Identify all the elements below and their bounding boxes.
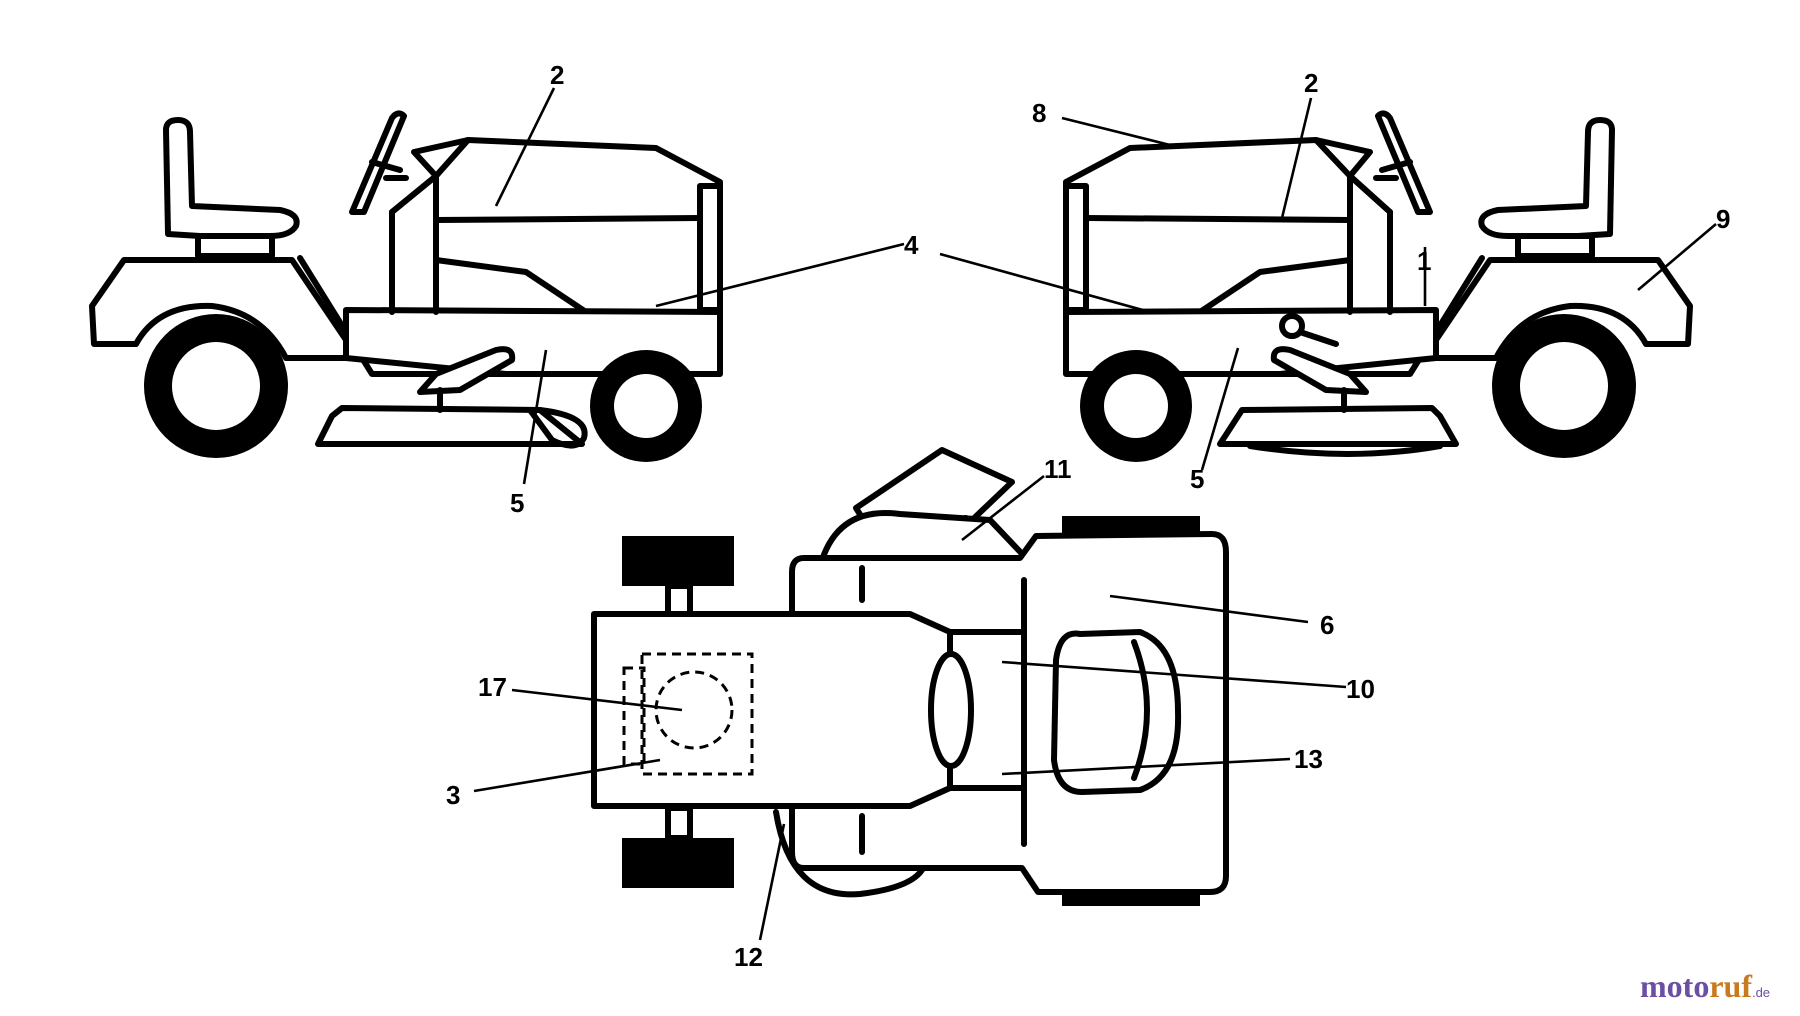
watermark-part-3: .de [1751, 985, 1771, 1000]
callout-2-left: 2 [550, 60, 564, 90]
tractor-left-side-view [89, 110, 723, 462]
callout-8: 8 [1032, 98, 1046, 128]
callout-17: 17 [478, 672, 507, 702]
tractor-top-view [591, 447, 1229, 906]
callout-12: 12 [734, 942, 763, 972]
callout-5-left: 5 [510, 488, 524, 518]
callout-2-right: 2 [1304, 68, 1318, 98]
watermark-part-2: ruf [1709, 968, 1752, 1004]
callout-6: 6 [1320, 610, 1334, 640]
callout-labels: 2 2 8 4 9 1 5 5 11 6 10 13 17 3 12 [446, 60, 1730, 972]
callout-9: 9 [1716, 204, 1730, 234]
watermark-logo: motoruf.de [1640, 968, 1770, 1005]
callout-11: 11 [1044, 454, 1072, 484]
callout-5-right: 5 [1190, 464, 1204, 494]
callout-1: 1 [1417, 246, 1431, 276]
callout-13: 13 [1294, 744, 1323, 774]
callout-10: 10 [1346, 674, 1375, 704]
watermark-part-1: moto [1640, 968, 1710, 1004]
leader-lines [473, 87, 1717, 941]
tractor-right-side-view [1063, 110, 1693, 462]
callout-4: 4 [904, 230, 919, 260]
callout-3: 3 [446, 780, 460, 810]
